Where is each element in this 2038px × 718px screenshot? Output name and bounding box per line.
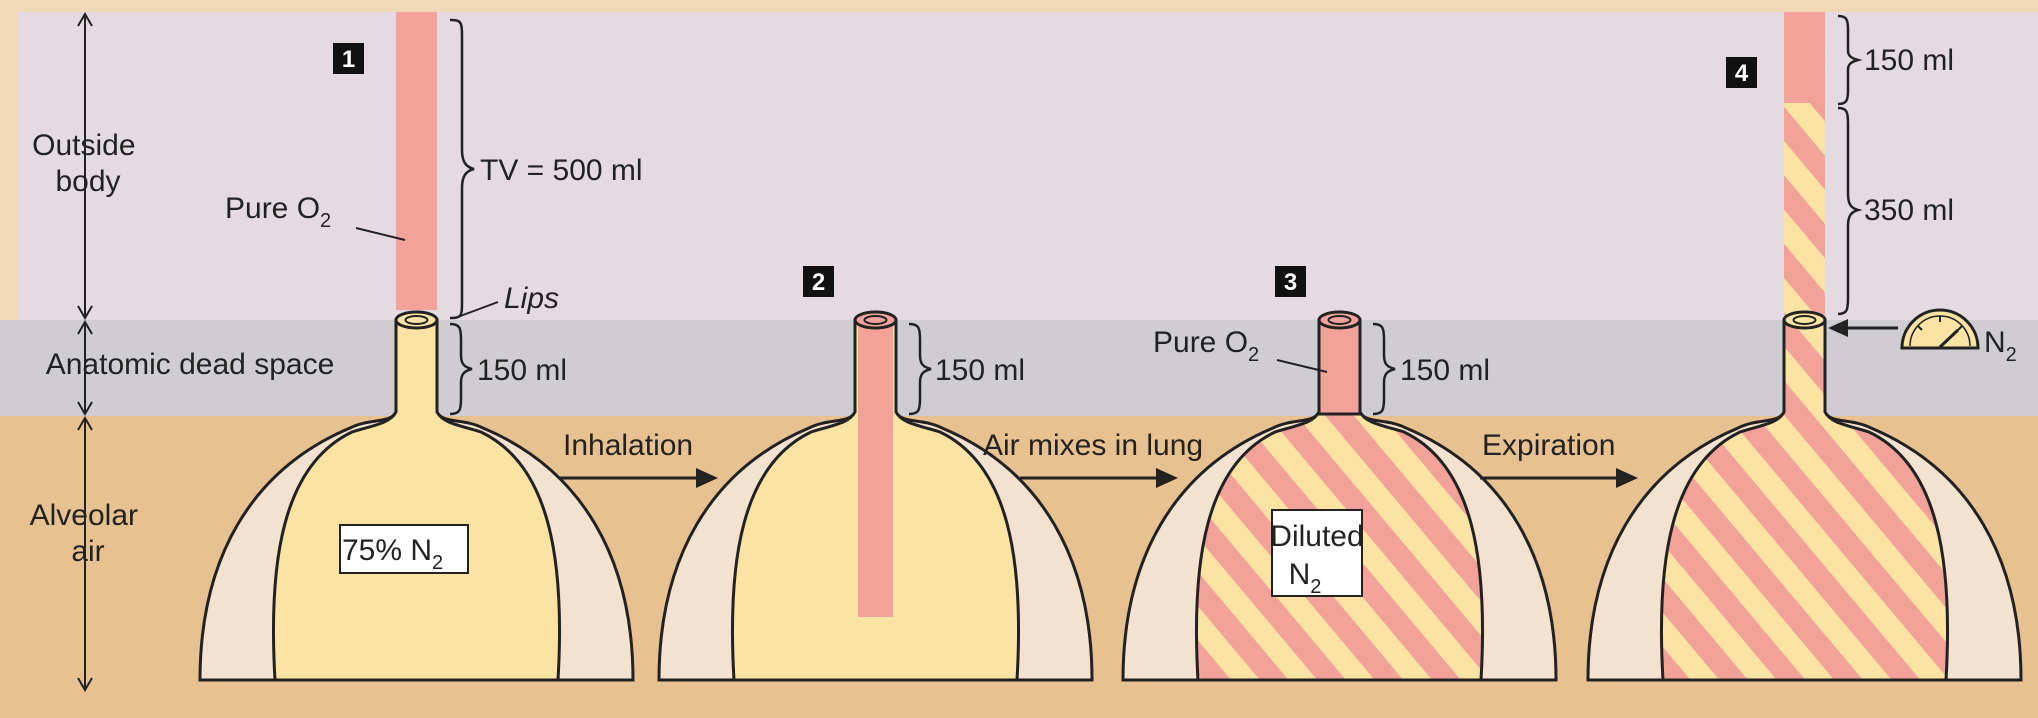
dead-volume-1: 150 ml — [477, 354, 567, 387]
step-4-badge: 4 — [1726, 57, 1757, 88]
lung-4-exhaled-o2 — [1784, 12, 1825, 103]
lips-label: Lips — [504, 282, 559, 315]
pure-o2-sub-3: 2 — [1248, 344, 1259, 366]
lung-1-o2-column — [396, 12, 437, 310]
step-1-number: 1 — [342, 46, 355, 73]
transition-inhalation: Inhalation — [563, 429, 693, 462]
transition-expiration: Expiration — [1482, 429, 1615, 462]
n2-meter-n: N — [1984, 326, 2006, 359]
dead-volume-2: 150 ml — [935, 354, 1025, 387]
step4-top-volume: 150 ml — [1864, 44, 1954, 77]
pure-o2-text-1: Pure O — [225, 192, 320, 225]
lung-2-o2-column — [858, 320, 893, 617]
step-4-number: 4 — [1735, 60, 1749, 87]
step-1-badge: 1 — [333, 43, 364, 74]
n2-meter-sub: 2 — [2006, 344, 2017, 366]
lung-3-o2-duct — [1319, 320, 1360, 414]
diluted-n-sub: 2 — [1310, 576, 1321, 598]
lung-4-exhaled-mixed — [1784, 103, 1825, 315]
step-2-number: 2 — [812, 269, 825, 296]
n2-percent-sub: 2 — [432, 552, 443, 574]
step-2-badge: 2 — [803, 266, 834, 297]
transition-mixes: Air mixes in lung — [983, 429, 1203, 462]
diluted-label: Diluted — [1270, 520, 1363, 553]
step-3-number: 3 — [1284, 269, 1297, 296]
n2-percent-text: 75% N — [342, 534, 432, 567]
outside-line1: Outside — [32, 129, 135, 162]
diluted-n-text: N — [1289, 558, 1311, 591]
step4-mid-volume: 350 ml — [1864, 194, 1954, 227]
diluted-line1: Diluted — [1270, 520, 1363, 553]
tv-label: TV = 500 ml — [480, 154, 643, 187]
dead-volume-3: 150 ml — [1400, 354, 1490, 387]
step-3-badge: 3 — [1275, 266, 1306, 297]
alveolar-line1: Alveolar — [30, 499, 138, 532]
lung-3-mouth — [1319, 312, 1360, 328]
lung-1-mouth — [396, 312, 437, 328]
alveolar-line2: air — [71, 535, 104, 568]
lung-4-mouth — [1784, 312, 1825, 328]
lung-2-mouth — [855, 312, 896, 328]
pure-o2-sub-1: 2 — [320, 210, 331, 232]
dead-space-label: Anatomic dead space — [46, 348, 335, 381]
pure-o2-text-3: Pure O — [1153, 326, 1248, 359]
outside-line2: body — [55, 165, 120, 198]
